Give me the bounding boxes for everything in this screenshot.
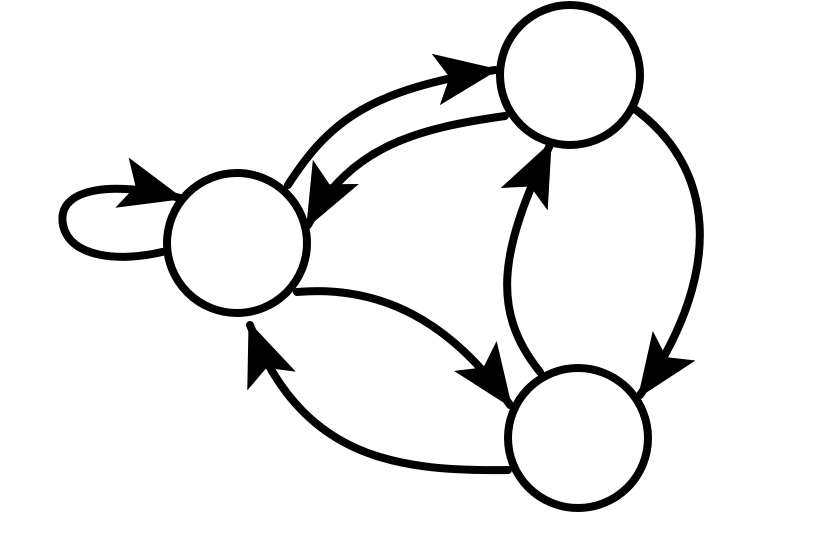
- edge-n3-to-n2: [500, 141, 554, 376]
- graph-node: [163, 169, 311, 317]
- graph-node: [496, 1, 644, 149]
- edge-n1-to-n2: [284, 53, 499, 189]
- edge-n1-to-n3: [293, 287, 514, 409]
- edge-self-loop-n1: [58, 157, 184, 261]
- edge-n2-to-n1: [304, 112, 509, 229]
- graph-node: [504, 364, 652, 512]
- edge-n2-to-n3: [632, 106, 704, 399]
- edge-n3-to-n1: [246, 321, 512, 475]
